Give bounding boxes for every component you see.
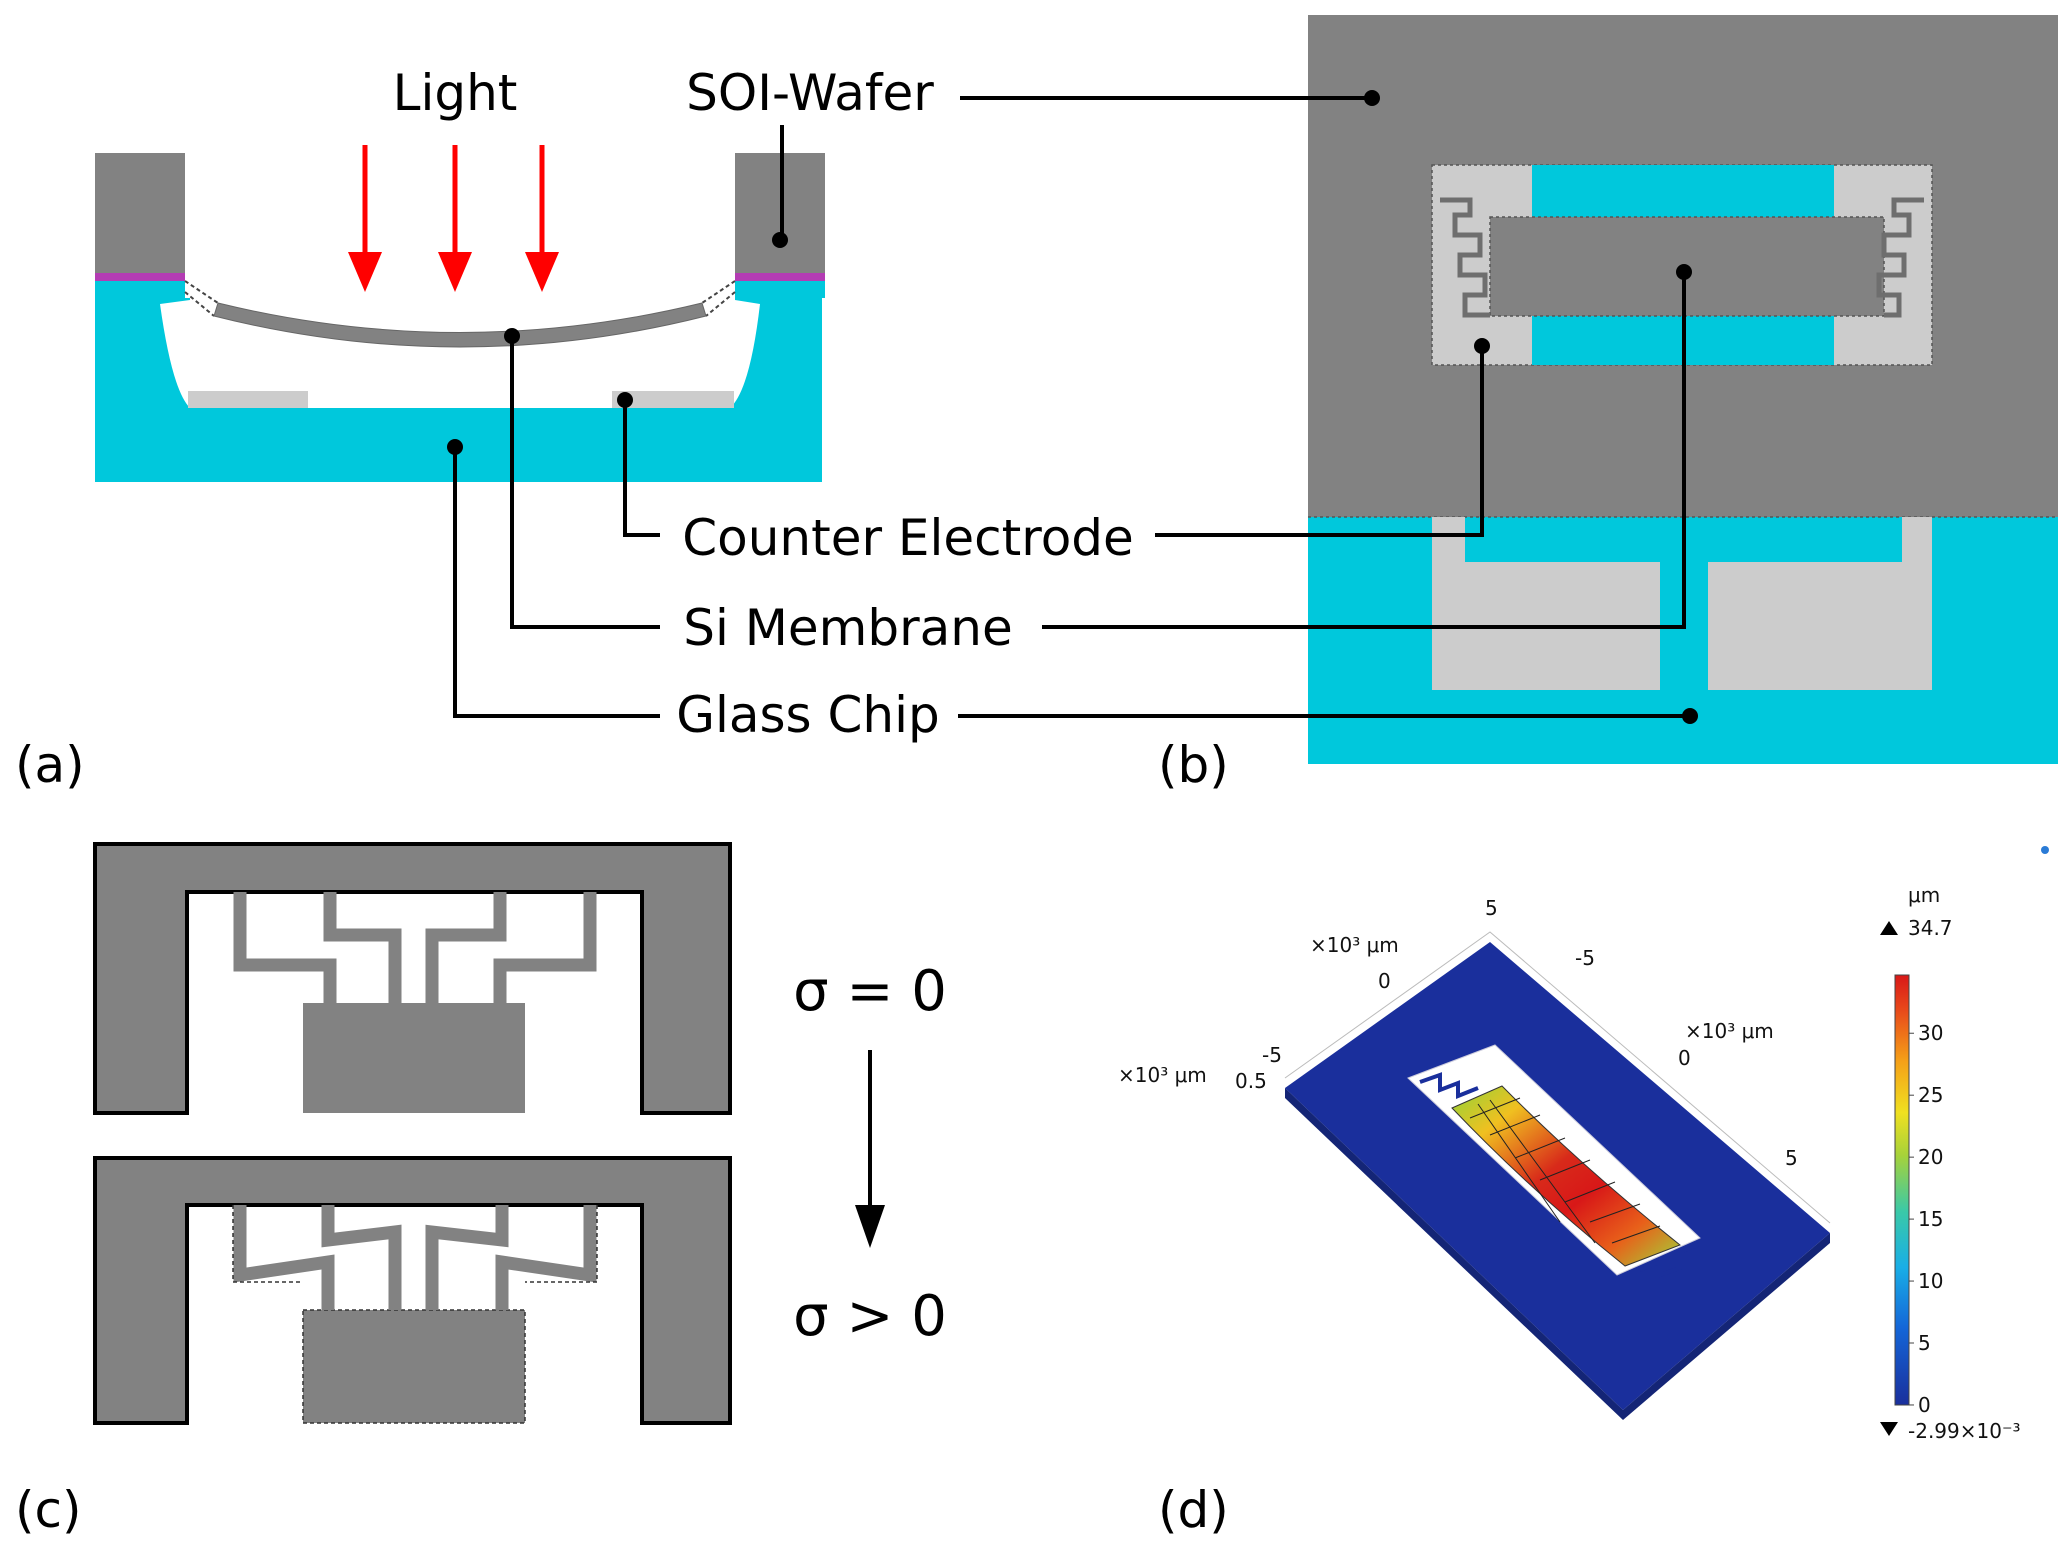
axis-tick: 0	[1678, 1046, 1691, 1070]
light-arrows	[348, 145, 559, 292]
frame-unstressed	[93, 842, 732, 1115]
soi-wafer-label: SOI-Wafer	[686, 64, 934, 122]
min-triangle-icon	[1880, 1422, 1898, 1436]
axis-tick: -5	[1575, 946, 1595, 970]
sigma-zero-label: σ = 0	[793, 959, 947, 1024]
glass-chip-cross-section	[95, 298, 822, 482]
axis-tick: 5	[1485, 896, 1498, 920]
axis-unit-label: ×10³ μm	[1310, 933, 1399, 957]
soi-wafer-cross-section	[95, 153, 825, 317]
axis-unit-label: ×10³ μm	[1118, 1063, 1207, 1087]
colorbar-tick-label: 15	[1918, 1207, 1943, 1231]
max-triangle-icon	[1880, 921, 1898, 935]
colorbar-tick-label: 20	[1918, 1145, 1943, 1169]
colorbar-min: -2.99×10⁻³	[1908, 1419, 2021, 1443]
panel-a-label: (a)	[15, 736, 85, 794]
counter-electrode-label: Counter Electrode	[682, 509, 1134, 567]
panel-a: Light SOI-Wafer Counter Electrode Si Mem…	[15, 64, 1134, 794]
panel-d: ×10³ μm 5 0 -5 0.5 -5 0 5 ×10³ μm ×10³ μ…	[1118, 846, 2049, 1539]
stress-arrow	[855, 1050, 885, 1248]
glass-chip-label: Glass Chip	[676, 686, 940, 744]
electrode-pads-top-view	[1432, 517, 1932, 690]
axis-tick: 5	[1785, 1146, 1798, 1170]
frame-stressed	[93, 1156, 732, 1425]
colorbar-tick-label: 25	[1918, 1083, 1943, 1107]
panel-c-label: (c)	[15, 1481, 82, 1539]
panel-c: σ = 0 σ > 0 (c)	[15, 842, 947, 1539]
axis-tick: 0	[1378, 969, 1391, 993]
colorbar-max: 34.7	[1908, 916, 1953, 940]
colorbar-ticks: 30 25 20 15 10 5 0	[1909, 1021, 1943, 1417]
si-membrane-cross-section	[213, 302, 707, 348]
light-label: Light	[393, 64, 518, 122]
counter-electrode-pads	[188, 391, 734, 408]
colorbar-tick-label: 0	[1918, 1393, 1931, 1417]
colorbar-unit: μm	[1908, 883, 1940, 907]
panel-b: (b)	[1158, 15, 2058, 794]
panel-b-label: (b)	[1158, 736, 1229, 794]
fem-deflected-beam	[1419, 1072, 1699, 1278]
corner-dot-icon	[2041, 846, 2049, 854]
panel-d-label: (d)	[1158, 1481, 1229, 1539]
axis-tick: 0.5	[1235, 1069, 1267, 1093]
axis-tick: -5	[1262, 1043, 1282, 1067]
sigma-positive-label: σ > 0	[793, 1284, 947, 1349]
colorbar-tick-label: 5	[1918, 1331, 1931, 1355]
axis-unit-label: ×10³ μm	[1685, 1019, 1774, 1043]
fem-axes: ×10³ μm 5 0 -5 0.5 -5 0 5 ×10³ μm ×10³ μ…	[1118, 896, 1831, 1224]
colorbar: μm 34.7 -2.99×10⁻³ 30 25 20 15 10 5 0	[1880, 883, 2021, 1443]
leader-lines	[447, 90, 1698, 724]
si-membrane-label: Si Membrane	[683, 599, 1013, 657]
colorbar-tick-label: 10	[1918, 1269, 1943, 1293]
colorbar-tick-label: 30	[1918, 1021, 1943, 1045]
